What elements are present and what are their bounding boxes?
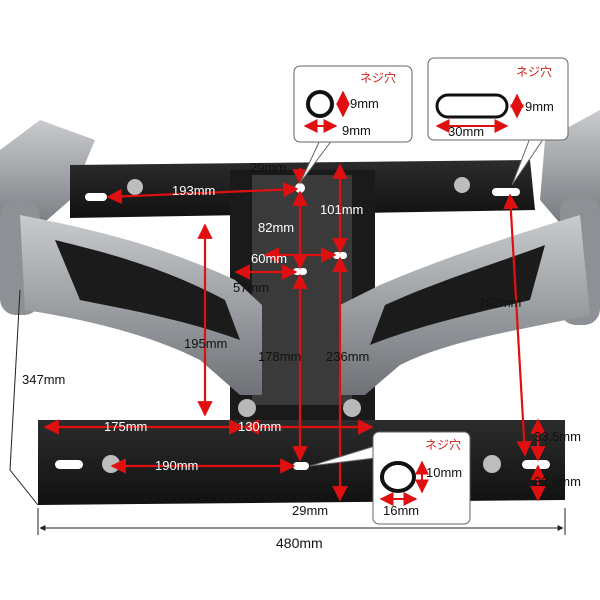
callout-round-hole-label: ネジ穴 — [360, 70, 396, 85]
round-hole-height: 9mm — [350, 96, 379, 111]
callout-round-hole: ネジ穴 9mm 9mm — [293, 65, 413, 184]
label-33-5-top: 33.5mm — [534, 429, 581, 444]
callout-ring-hole-label: ネジ穴 — [425, 437, 461, 452]
dimension-lines — [43, 163, 546, 502]
bottom-right-slot — [522, 460, 550, 469]
label-347: 347mm — [22, 372, 65, 387]
slot-hole-width: 30mm — [448, 124, 484, 139]
dimension-labels: 193mm 29mm 82mm 101mm 60mm 57mm 262mm 19… — [22, 160, 581, 551]
ring-hole-height: 10mm — [426, 465, 462, 480]
label-175: 175mm — [104, 419, 147, 434]
label-193: 193mm — [172, 183, 215, 198]
label-236: 236mm — [326, 349, 369, 364]
right-arm-recess — [370, 245, 545, 345]
bottom-left-hole — [102, 455, 120, 473]
dim-line-193 — [106, 181, 299, 205]
label-195: 195mm — [184, 336, 227, 351]
top-right-slot — [492, 188, 520, 196]
top-right-hole — [454, 177, 470, 193]
bottom-right-hole — [483, 455, 501, 473]
ring-hole-icon — [380, 461, 416, 493]
dim-line-347 — [9, 289, 39, 506]
label-29-bottom: 29mm — [292, 503, 328, 518]
top-left-hole — [127, 179, 143, 195]
label-29-top: 29mm — [250, 160, 286, 175]
label-190: 190mm — [155, 458, 198, 473]
label-82: 82mm — [258, 220, 294, 235]
label-33-5-bottom: 33.5mm — [534, 474, 581, 489]
slot-hole-height: 9mm — [525, 99, 554, 114]
round-hole-ring-icon — [306, 90, 334, 118]
bolt-left — [238, 399, 256, 417]
callout-slot-hole-label: ネジ穴 — [516, 64, 552, 79]
bottom-left-slot — [55, 460, 83, 469]
label-130: 130mm — [238, 419, 281, 434]
label-57: 57mm — [233, 280, 269, 295]
callout-slot-hole: ネジ穴 9mm 30mm — [427, 57, 569, 186]
label-480: 480mm — [276, 535, 323, 551]
label-60: 60mm — [251, 251, 287, 266]
label-262: 262mm — [478, 295, 521, 310]
ring-hole-width: 16mm — [383, 503, 419, 518]
bolt-right — [343, 399, 361, 417]
round-hole-width: 9mm — [342, 123, 371, 138]
center-mid-slot-a — [333, 252, 347, 259]
overall-dimension-lines — [9, 289, 566, 535]
top-left-slot — [85, 193, 107, 201]
slot-hole-icon — [435, 93, 509, 119]
label-101: 101mm — [320, 202, 363, 217]
label-178: 178mm — [258, 349, 301, 364]
bottom-center-slot — [293, 462, 309, 470]
callout-ring-hole: ネジ穴 10mm 16mm — [309, 431, 471, 525]
dim-line-262 — [503, 193, 532, 457]
left-arm-recess — [55, 240, 240, 340]
